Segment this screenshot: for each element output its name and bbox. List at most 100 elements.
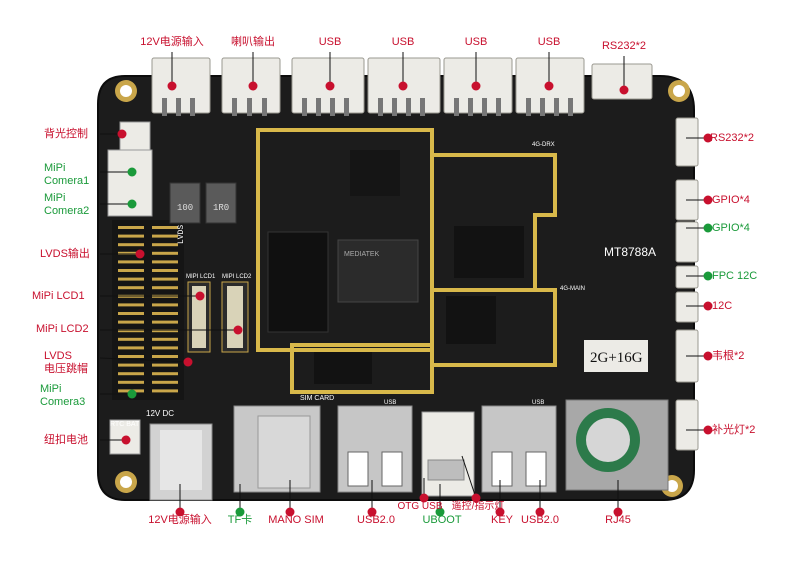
lvds-pin: [118, 372, 144, 376]
module-chip: [314, 352, 372, 384]
lvds-pin: [152, 260, 178, 264]
lvds-pin: [152, 355, 178, 358]
silk-usb-b: USB: [532, 400, 544, 406]
marker-dot: [367, 507, 377, 517]
silk-memory: 2G+16G: [590, 350, 643, 366]
silk-mipi-lcd1: MIPI LCD1: [186, 274, 216, 280]
memory-chip: [267, 231, 329, 333]
lvds-pin: [152, 234, 178, 238]
micro-usb: [427, 459, 465, 481]
lvds-pin: [118, 234, 144, 238]
label-rs232-top: RS232*2: [601, 40, 647, 52]
label-wiegand: 韦根*2: [712, 350, 745, 362]
marker-dot: [419, 493, 429, 503]
connector-fill-light: [675, 399, 699, 451]
lvds-pin: [118, 243, 144, 247]
label-usb-top-1: USB: [318, 36, 342, 48]
silk-sim: SIM CARD: [300, 395, 334, 402]
label-mipi-lcd2: MiPi LCD2: [36, 323, 89, 335]
marker-dot: [127, 199, 137, 209]
marker-dot: [195, 291, 205, 301]
usb-slot-openings: [347, 451, 547, 487]
marker-dot: [703, 425, 713, 435]
lvds-pin: [152, 303, 178, 307]
lvds-pin: [118, 355, 144, 358]
connector-i2c: [675, 291, 699, 323]
label-lvds-out: LVDS输出: [40, 248, 90, 260]
label-mipi-camera3: MiPi Comera3: [40, 383, 86, 408]
connector-fpc: [675, 265, 699, 289]
core-module: [256, 128, 557, 394]
lvds-pin: [118, 363, 144, 367]
top-connector-pins: [162, 98, 573, 116]
marker-dot: [285, 507, 295, 517]
silk-ant2: 4G-MAIN: [560, 286, 585, 292]
mipi-lcd-connectors: [187, 281, 249, 353]
label-nano-sim: MANO SIM: [268, 514, 324, 526]
marker-dot: [121, 435, 131, 445]
marker-dot: [167, 81, 177, 91]
lvds-pin: [118, 286, 144, 290]
otg-usb-connector: [421, 411, 475, 497]
soc-chip: [337, 239, 419, 303]
connector-gpio-2: [675, 221, 699, 263]
lvds-pin: [118, 269, 144, 272]
label-power-in-12v-top: 12V电源输入: [140, 36, 204, 48]
marker-dot: [619, 85, 629, 95]
marker-dot: [703, 195, 713, 205]
lvds-pin: [118, 226, 144, 229]
label-mipi-camera2: MiPi Comera2: [44, 192, 90, 217]
leader-line: [461, 455, 477, 499]
memory-label-plate: [584, 340, 648, 372]
silk-ant1: 4G-DRX: [532, 142, 555, 148]
silk-inductor2: 1R0: [213, 203, 229, 213]
marker-dot: [175, 507, 185, 517]
lvds-pin: [152, 243, 178, 247]
lvds-pin: [118, 303, 144, 307]
label-tf-card: TF卡: [227, 514, 253, 526]
label-power-in-12v-bottom: 12V电源输入: [148, 514, 212, 526]
marker-dot: [471, 493, 481, 503]
lvds-pin: [118, 380, 144, 384]
marker-dot: [703, 133, 713, 143]
lvds-pin: [118, 337, 144, 341]
lvds-pin: [152, 389, 178, 393]
lvds-pin: [152, 312, 178, 315]
marker-dot: [248, 81, 258, 91]
connector-rs232-right: [675, 117, 699, 167]
lvds-pin: [118, 260, 144, 264]
marker-dot: [325, 81, 335, 91]
label-coin-battery: 纽扣电池: [44, 434, 88, 446]
marker-dot: [471, 81, 481, 91]
label-rj45: RJ45: [605, 514, 631, 526]
pmic-chip: [446, 296, 496, 344]
lvds-pin: [152, 329, 178, 333]
label-speaker-out: 喇叭输出: [231, 36, 275, 48]
label-uboot: UBOOT: [422, 514, 462, 526]
marker-dot: [127, 167, 137, 177]
connector-rs232-top: [591, 63, 653, 100]
label-usb-top-3: USB: [464, 36, 488, 48]
inductor-1r0: [205, 182, 237, 224]
lvds-pin: [152, 346, 178, 350]
label-mipi-camera1: MiPi Comera1: [44, 162, 90, 187]
label-gpio-2: GPIO*4: [712, 222, 750, 234]
label-rs232-right: RS232*2: [710, 132, 755, 144]
marker-dot: [495, 507, 505, 517]
silk-inductor1: 100: [177, 203, 193, 213]
label-i2c: 12C: [712, 300, 733, 312]
bottom-components: [149, 399, 669, 501]
label-remote-indicator: 遥控/指示灯: [451, 501, 505, 512]
label-usb-top-2: USB: [391, 36, 415, 48]
label-mipi-lcd1: MiPi LCD1: [32, 290, 85, 302]
silk-soc-name: MT8788A: [604, 245, 656, 259]
marker-dot: [183, 357, 193, 367]
lvds-pin: [152, 372, 178, 376]
lvds-pin: [152, 337, 178, 341]
marker-dot: [135, 249, 145, 259]
label-usb2-left: USB2.0: [357, 514, 395, 526]
lvds-pin: [152, 251, 178, 255]
lvds-pin: [118, 329, 144, 333]
